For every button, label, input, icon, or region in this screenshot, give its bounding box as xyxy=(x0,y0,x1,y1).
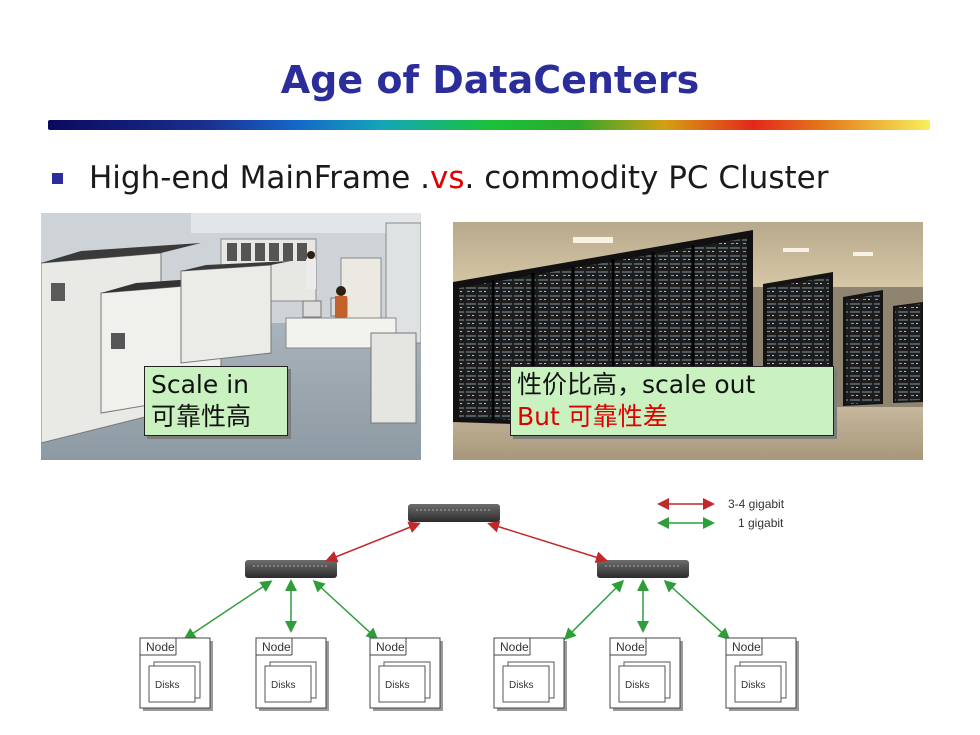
node-label: Node xyxy=(146,640,175,654)
callout-right-line2-red: 可靠性差 xyxy=(567,402,668,431)
disks-label: Disks xyxy=(385,680,409,691)
legend-label-2: 1 gigabit xyxy=(738,516,784,530)
mainframe-illustration xyxy=(41,213,421,460)
disk-icon xyxy=(502,665,550,703)
core-switch xyxy=(408,504,500,522)
disk-icon xyxy=(148,665,196,703)
disks-label: Disks xyxy=(741,680,765,691)
disk-icon xyxy=(378,665,426,703)
bullet-suffix: . commodity PC Cluster xyxy=(464,160,829,196)
node-label: Node xyxy=(262,640,291,654)
scale-out-callout: 性价比高，scale out But 可靠性差 xyxy=(510,366,834,436)
downlink-1 xyxy=(183,580,273,640)
disks-label: Disks xyxy=(155,680,179,691)
callout-left-line2: 可靠性高 xyxy=(151,402,252,431)
bullet-square-icon xyxy=(52,172,63,184)
disk-icon xyxy=(618,665,666,703)
scale-in-callout: Scale in 可靠性高 xyxy=(144,366,288,436)
legend: 3-4 gigabit 1 gigabit xyxy=(657,497,785,530)
disks-label: Disks xyxy=(625,680,649,691)
disks-label: Disks xyxy=(509,680,533,691)
slide-title: Age of DataCenters xyxy=(280,58,700,102)
left-switch xyxy=(245,560,337,578)
node-label: Node xyxy=(616,640,645,654)
disk-icon xyxy=(734,665,782,703)
node-label: Node xyxy=(500,640,529,654)
downlink-4 xyxy=(563,579,625,641)
network-diagram: 3-4 gigabit 1 gigabit NodeDisksNodeDisks… xyxy=(139,497,799,711)
right-switch xyxy=(597,560,689,578)
bullet-vs: vs xyxy=(430,160,465,196)
node-label: Node xyxy=(376,640,405,654)
disk-icon xyxy=(264,665,312,703)
mainframe-photo xyxy=(41,213,421,460)
uplink-left xyxy=(325,521,421,563)
title-divider xyxy=(48,120,930,130)
callout-left-line1: Scale in xyxy=(151,370,249,399)
disks-label: Disks xyxy=(271,680,295,691)
callout-right-line2-prefix: But xyxy=(517,402,568,431)
bullet-point: High-end MainFrame .vs. commodity PC Clu… xyxy=(52,158,828,198)
downlink-3 xyxy=(312,579,379,641)
node-label: Node xyxy=(732,640,761,654)
legend-label-1: 3-4 gigabit xyxy=(728,497,785,511)
downlink-6 xyxy=(663,579,731,641)
callout-right-line1: 性价比高，scale out xyxy=(517,370,756,399)
bullet-text: High-end MainFrame .vs. commodity PC Clu… xyxy=(89,160,828,196)
callout-right-line2: But 可靠性差 xyxy=(517,401,827,433)
uplink-right xyxy=(487,520,608,564)
bullet-prefix: High-end MainFrame . xyxy=(89,160,430,196)
